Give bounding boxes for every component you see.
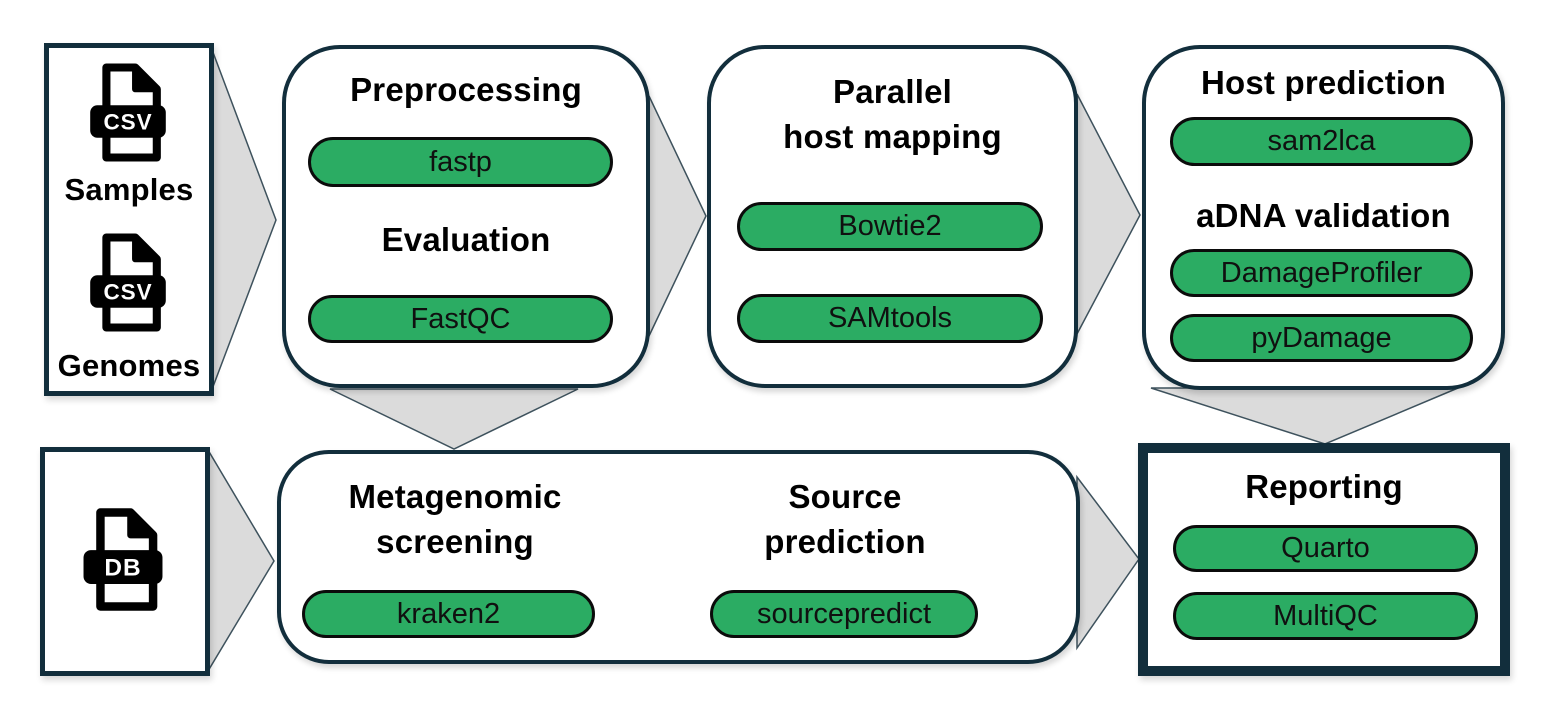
host-prediction-title: Host prediction: [1200, 64, 1446, 101]
source-prediction-title-line2: prediction: [764, 523, 926, 560]
csv-icon-label: CSV: [104, 280, 153, 305]
arrow-hostprediction-to-reporting: [1150, 387, 1459, 445]
arrow-hostmapping-to-hostprediction: [1076, 93, 1141, 335]
source-prediction-title-line1: Source: [788, 478, 902, 515]
tool-pill-multiqc: MultiQC: [1173, 592, 1478, 640]
csv-file-icon: CSV: [90, 63, 166, 162]
tool-pill-kraken2: kraken2: [302, 590, 595, 638]
reporting-title: Reporting: [1245, 468, 1403, 505]
evaluation-title: Evaluation: [381, 221, 551, 258]
csv-icon-label: CSV: [104, 110, 153, 135]
host-mapping-title-line2: host mapping: [783, 118, 1002, 155]
preprocessing-title: Preprocessing: [350, 71, 582, 108]
samples-label: Samples: [64, 172, 194, 207]
tool-pill-fastp: fastp: [308, 137, 613, 187]
metagenomic-screening-title-line2: screening: [376, 523, 534, 560]
arrow-preprocessing-to-hostmapping: [648, 95, 707, 337]
csv-file-icon: CSV: [90, 233, 166, 332]
arrow-screening-to-reporting: [1076, 474, 1140, 651]
arrow-inputs-to-preprocessing: [210, 46, 277, 393]
db-file-icon: DB: [83, 508, 163, 611]
db-icon-label: DB: [104, 554, 141, 581]
arrow-db-to-screening: [207, 447, 275, 674]
genomes-label: Genomes: [57, 348, 201, 383]
host-mapping-title-line1: Parallel: [832, 73, 953, 110]
tool-pill-bowtie2: Bowtie2: [737, 202, 1043, 251]
tool-pill-sam2lca: sam2lca: [1170, 117, 1473, 166]
inputs-box: [44, 43, 214, 396]
tool-pill-sourcepredict: sourcepredict: [710, 590, 978, 638]
adna-validation-title: aDNA validation: [1196, 197, 1451, 234]
metagenomic-screening-title-line1: Metagenomic: [348, 478, 562, 515]
tool-pill-pydamage: pyDamage: [1170, 314, 1473, 362]
tool-pill-quarto: Quarto: [1173, 525, 1478, 572]
arrow-preprocessing-to-screening: [329, 388, 579, 450]
tool-pill-samtools: SAMtools: [737, 294, 1043, 343]
tool-pill-fastqc: FastQC: [308, 295, 613, 343]
tool-pill-damageprofiler: DamageProfiler: [1170, 249, 1473, 297]
